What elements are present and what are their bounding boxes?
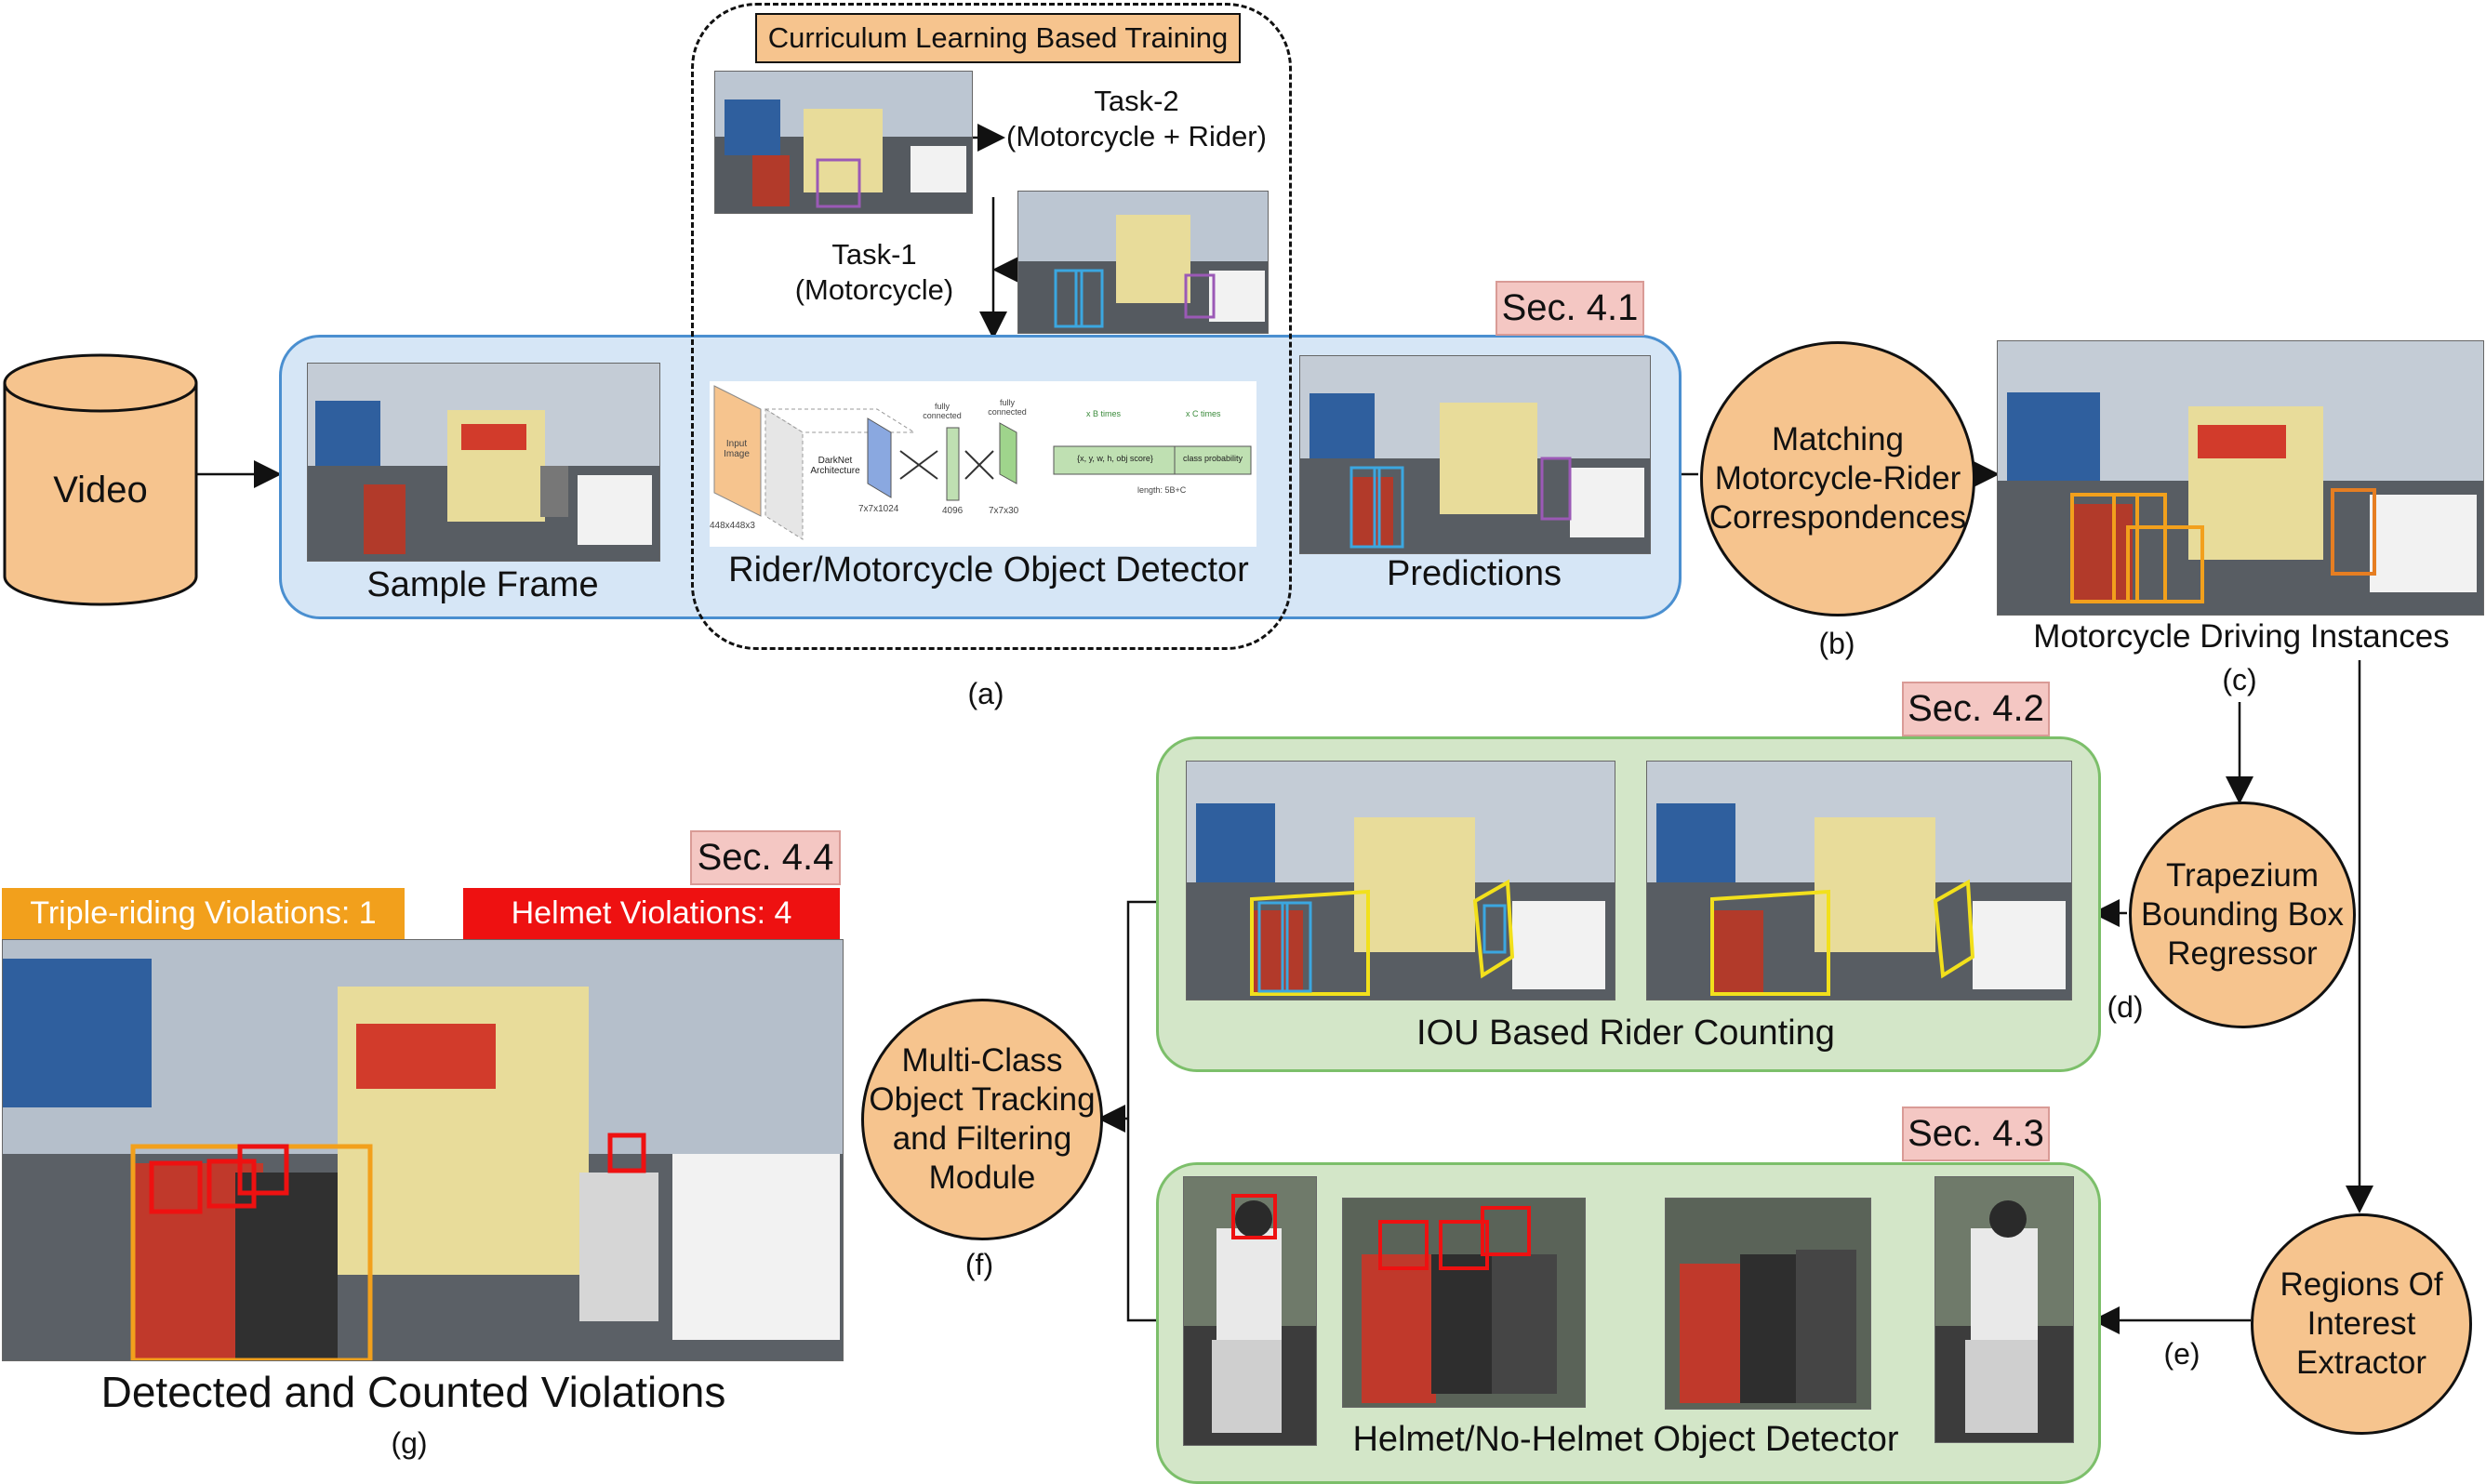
letter-g: (g) (391, 1426, 428, 1460)
roi-extractor-node: Regions Of Interest Extractor (2251, 1213, 2472, 1435)
network-architecture-graphic (713, 385, 1252, 540)
letter-c: (c) (2222, 663, 2257, 696)
trapezium-node: Trapezium Bounding Box Regressor (2129, 802, 2356, 1028)
matching-node: Matching Motorcycle-Rider Correspondence… (1700, 341, 1975, 616)
net-dim3: 7x7x30 (989, 506, 1019, 516)
net-dim1: 7x7x1024 (858, 504, 899, 514)
curriculum-title: Curriculum Learning Based Training (755, 13, 1241, 63)
net-darknet-label: DarkNet Architecture (810, 456, 860, 476)
video-cylinder-icon (3, 353, 198, 606)
triple-riding-count: Triple-riding Violations: 1 (2, 888, 405, 939)
net-dim2: 4096 (942, 506, 964, 516)
task1-image (1017, 191, 1269, 334)
helmet-crop-rider-raw (1934, 1176, 2074, 1443)
helmet-crop-triple-raw (1665, 1198, 1871, 1410)
net-input-dims: 448x448x3 (710, 521, 755, 531)
task2-image (714, 71, 973, 214)
sample-frame-image (307, 363, 660, 562)
letter-e: (e) (2163, 1337, 2200, 1371)
sec-4-2-badge: Sec. 4.2 (1902, 682, 2050, 736)
letter-f: (f) (964, 1248, 994, 1281)
net-xb-label: x B times (1086, 409, 1122, 418)
helmet-detector-label: Helmet/No-Helmet Object Detector (1352, 1420, 1899, 1459)
video-label: Video (53, 470, 148, 510)
letter-a: (a) (967, 677, 1004, 710)
letter-d: (d) (2107, 990, 2144, 1024)
sec-4-1-badge: Sec. 4.1 (1496, 281, 1644, 336)
net-fc1-label: fully connected (923, 402, 962, 420)
net-box-label: {x, y, w, h, obj score} (1077, 454, 1153, 463)
iou-image-left (1186, 761, 1615, 1000)
net-class-label: class probability (1182, 454, 1243, 463)
helmet-violation-count: Helmet Violations: 4 (463, 888, 840, 939)
task1-label: Task-1 (Motorcycle) (794, 238, 954, 306)
predictions-label: Predictions (1387, 554, 1562, 593)
iou-image-right (1646, 761, 2072, 1000)
sample-frame-label: Sample Frame (366, 565, 599, 604)
letter-b: (b) (1818, 627, 1855, 660)
net-length-label: length: 5B+C (1137, 485, 1187, 495)
sec-4-4-badge: Sec. 4.4 (690, 830, 841, 885)
video-source: Video (2, 353, 199, 606)
net-fc2-label: fully connected (988, 398, 1027, 417)
net-xc-label: x C times (1186, 409, 1221, 418)
sec-4-3-badge: Sec. 4.3 (1902, 1106, 2050, 1161)
violations-image (2, 939, 844, 1361)
iou-label: IOU Based Rider Counting (1416, 1014, 1835, 1053)
tracking-node: Multi-Class Object Tracking and Filterin… (861, 999, 1103, 1240)
detector-label: Rider/Motorcycle Object Detector (728, 550, 1249, 590)
instances-label: Motorcycle Driving Instances (2033, 618, 2450, 655)
helmet-crop-rider (1183, 1176, 1317, 1446)
network-diagram: Input Image 448x448x3 DarkNet Architectu… (710, 381, 1256, 547)
predictions-image (1299, 355, 1651, 554)
net-input-label: Input Image (724, 439, 750, 459)
helmet-crop-triple (1342, 1198, 1586, 1408)
instances-image (1997, 340, 2484, 616)
curriculum-box (691, 3, 1292, 650)
task2-label: Task-2 (Motorcycle + Rider) (1006, 85, 1267, 152)
violations-caption: Detected and Counted Violations (100, 1368, 726, 1416)
